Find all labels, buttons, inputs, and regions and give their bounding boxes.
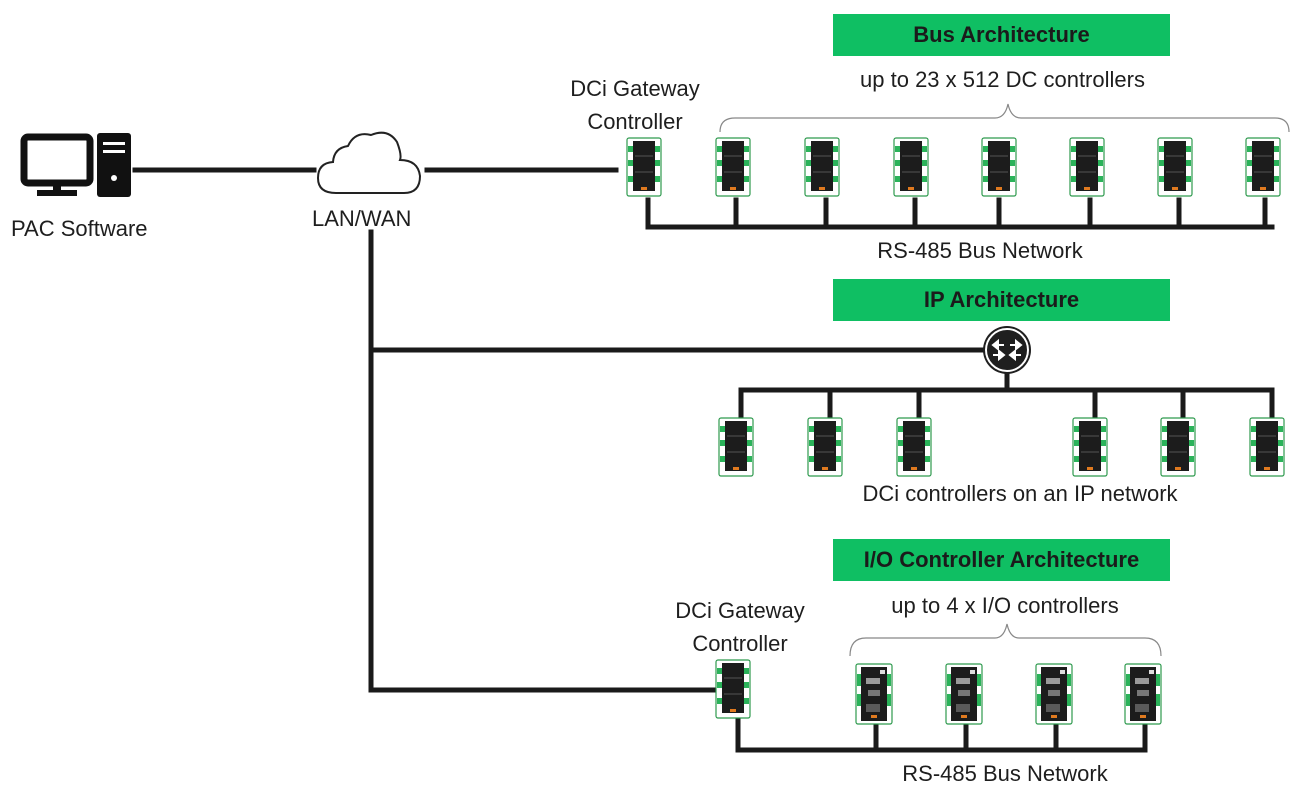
bus-dc-controller xyxy=(1245,137,1281,197)
cloud-icon xyxy=(316,131,422,194)
bus-capacity-brace xyxy=(719,103,1290,133)
io-controller xyxy=(945,663,983,725)
ip-dc-controller xyxy=(718,417,754,477)
ip-dc-controller xyxy=(807,417,843,477)
io-controller xyxy=(855,663,893,725)
bus-dc-controller xyxy=(715,137,751,197)
bus-capacity-label: up to 23 x 512 DC controllers xyxy=(860,67,1145,92)
network-switch-icon xyxy=(983,326,1031,374)
bus-dc-controller xyxy=(804,137,840,197)
ip-architecture-banner: IP Architecture xyxy=(833,279,1170,321)
io-gateway-controller xyxy=(715,659,751,719)
bus-architecture-banner: Bus Architecture xyxy=(833,14,1170,56)
io-capacity-brace xyxy=(849,623,1162,657)
bus-dc-controller xyxy=(1157,137,1193,197)
lan-wan-label: LAN/WAN xyxy=(312,206,412,231)
io-architecture-banner: I/O Controller Architecture xyxy=(833,539,1170,581)
io-controller xyxy=(1035,663,1073,725)
ip-network-label: DCi controllers on an IP network xyxy=(862,481,1178,506)
bus-gateway-label-line1: DCi Gateway xyxy=(570,76,700,101)
bus-dc-controller xyxy=(1069,137,1105,197)
ip-dc-controller xyxy=(1160,417,1196,477)
bus-gateway-label-line2: Controller xyxy=(587,109,683,134)
pac-software-label: PAC Software xyxy=(11,216,148,241)
io-controller xyxy=(1124,663,1162,725)
ip-dc-controller xyxy=(1249,417,1285,477)
bus-dc-controller xyxy=(981,137,1017,197)
bus-dc-controller xyxy=(893,137,929,197)
desktop-computer-icon xyxy=(20,133,131,197)
io-gateway-label-line2: Controller xyxy=(692,631,788,656)
io-gateway-label-line1: DCi Gateway xyxy=(675,598,805,623)
bus-gateway-controller xyxy=(626,137,662,197)
ip-dc-controller xyxy=(1072,417,1108,477)
bus-network-label: RS-485 Bus Network xyxy=(877,238,1083,263)
io-capacity-label: up to 4 x I/O controllers xyxy=(891,593,1119,618)
wires xyxy=(132,167,1275,753)
ip-dc-controller xyxy=(896,417,932,477)
io-network-label: RS-485 Bus Network xyxy=(902,761,1108,786)
